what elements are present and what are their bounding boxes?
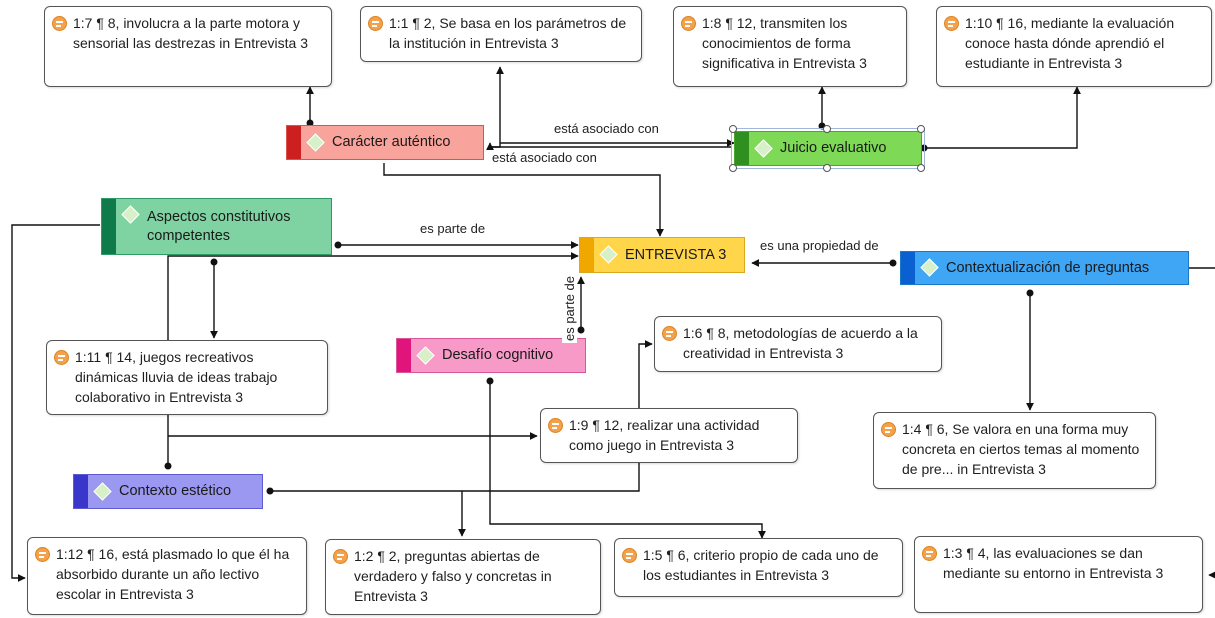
quotation-document-icon: [52, 16, 67, 31]
diamond-code-icon: [306, 132, 325, 152]
relation-label-propiedad: es una propiedad de: [758, 238, 881, 253]
quotation-node[interactable]: 1:11 ¶ 14, juegos recreativos dinámicas …: [46, 340, 328, 415]
quotation-node[interactable]: 1:5 ¶ 6, criterio propio de cada uno de …: [614, 538, 903, 597]
quotation-node[interactable]: 1:1 ¶ 2, Se basa en los parámetros de la…: [360, 6, 642, 62]
quotation-text: 1:12 ¶ 16, está plasmado lo que él ha ab…: [56, 546, 290, 602]
quotation-text: 1:1 ¶ 2, Se basa en los parámetros de la…: [389, 15, 627, 51]
relation-label-parte-de-2: es parte de: [562, 273, 578, 344]
quotation-node[interactable]: 1:2 ¶ 2, preguntas abiertas de verdadero…: [325, 539, 601, 615]
link-desafio-q15: [489, 381, 766, 539]
code-node-caracter-autentico[interactable]: Carácter auténtico: [286, 125, 484, 160]
quotation-document-icon: [548, 418, 563, 433]
code-stripe: [580, 238, 594, 272]
quotation-text: 1:6 ¶ 8, metodologías de acuerdo a la cr…: [683, 325, 918, 361]
relation-label-parte-de-1: es parte de: [418, 221, 488, 236]
quotation-document-icon: [333, 549, 348, 564]
selection-handle[interactable]: [917, 164, 925, 172]
selection-handle[interactable]: [917, 125, 925, 133]
code-label: Juicio evaluativo: [780, 140, 887, 156]
selection-handle[interactable]: [823, 125, 831, 133]
code-label: Aspectos constitutivos competentes: [147, 208, 291, 244]
code-stripe: [901, 252, 915, 284]
quotation-document-icon: [662, 326, 677, 341]
quotation-node[interactable]: 1:8 ¶ 12, transmiten los conocimientos d…: [673, 6, 907, 87]
quotation-node[interactable]: 1:9 ¶ 12, realizar una actividad como ju…: [540, 408, 798, 463]
code-stripe: [735, 132, 749, 165]
selection-handle[interactable]: [729, 164, 737, 172]
code-label: ENTREVISTA 3: [625, 246, 727, 263]
quotation-text: 1:9 ¶ 12, realizar una actividad como ju…: [569, 417, 760, 453]
quotation-document-icon: [922, 546, 937, 561]
quotation-document-icon: [681, 16, 696, 31]
code-label: Desafío cognitivo: [442, 347, 554, 363]
diamond-code-icon: [920, 258, 939, 277]
link-aspectos-q112: [11, 224, 100, 582]
quotation-document-icon: [622, 548, 637, 563]
quotation-document-icon: [881, 422, 896, 437]
code-node-juicio-evaluativo[interactable]: Juicio evaluativo: [731, 128, 925, 169]
quotation-text: 1:7 ¶ 8, involucra a la parte motora y s…: [73, 15, 308, 51]
diamond-code-icon: [93, 481, 112, 501]
relation-label-asociado-1: está asociado con: [552, 121, 661, 136]
quotation-text: 1:3 ¶ 4, las evaluaciones se dan mediant…: [943, 545, 1164, 581]
code-label: Contextualización de preguntas: [946, 259, 1150, 276]
quotation-node[interactable]: 1:4 ¶ 6, Se valora en una forma muy conc…: [873, 412, 1156, 489]
code-node-contextualizacion-preguntas[interactable]: Contextualización de preguntas: [900, 251, 1189, 285]
quotation-text: 1:10 ¶ 16, mediante la evaluación conoce…: [965, 15, 1175, 71]
code-label: Carácter auténtico: [332, 134, 451, 150]
selection-handle[interactable]: [823, 164, 831, 172]
diamond-code-icon: [121, 205, 140, 224]
quotation-text: 1:2 ¶ 2, preguntas abiertas de verdadero…: [354, 548, 552, 604]
quotation-text: 1:8 ¶ 12, transmiten los conocimientos d…: [702, 15, 867, 71]
code-node-entrevista-3[interactable]: ENTREVISTA 3: [579, 237, 745, 273]
quotation-document-icon: [944, 16, 959, 31]
quotation-text: 1:4 ¶ 6, Se valora en una forma muy conc…: [902, 421, 1140, 477]
link-juicio-q110: [924, 86, 1081, 149]
diamond-code-icon: [416, 345, 435, 365]
quotation-text: 1:11 ¶ 14, juegos recreativos dinámicas …: [75, 349, 278, 405]
quotation-node[interactable]: 1:6 ¶ 8, metodologías de acuerdo a la cr…: [654, 316, 942, 372]
code-label: Contexto estético: [119, 483, 232, 499]
quotation-document-icon: [35, 547, 50, 562]
quotation-node[interactable]: 1:7 ¶ 8, involucra a la parte motora y s…: [44, 6, 332, 87]
code-stripe: [102, 199, 116, 254]
link-caracter-entrevista: [383, 163, 664, 237]
quotation-text: 1:5 ¶ 6, criterio propio de cada uno de …: [643, 547, 879, 583]
diamond-code-icon: [754, 138, 773, 158]
code-node-contexto-estetico[interactable]: Contexto estético: [73, 474, 263, 509]
quotation-node[interactable]: 1:3 ¶ 4, las evaluaciones se dan mediant…: [914, 536, 1203, 613]
diamond-code-icon: [599, 245, 618, 264]
code-stripe: [74, 475, 88, 508]
selection-handle[interactable]: [729, 125, 737, 133]
code-node-desafio-cognitivo[interactable]: Desafío cognitivo: [396, 338, 586, 373]
code-stripe: [287, 126, 301, 159]
quotation-document-icon: [368, 16, 383, 31]
code-node-aspectos-constitutivos[interactable]: Aspectos constitutivos competentes: [101, 198, 332, 255]
quotation-document-icon: [54, 350, 69, 365]
quotation-node[interactable]: 1:10 ¶ 16, mediante la evaluación conoce…: [936, 6, 1212, 87]
quotation-node[interactable]: 1:12 ¶ 16, está plasmado lo que él ha ab…: [27, 537, 307, 615]
code-stripe: [397, 339, 411, 372]
link-aspectos-entrevista-2: [167, 252, 579, 340]
link-asoc-to-q11: [490, 66, 504, 148]
relation-label-asociado-2: está asociado con: [492, 150, 597, 165]
